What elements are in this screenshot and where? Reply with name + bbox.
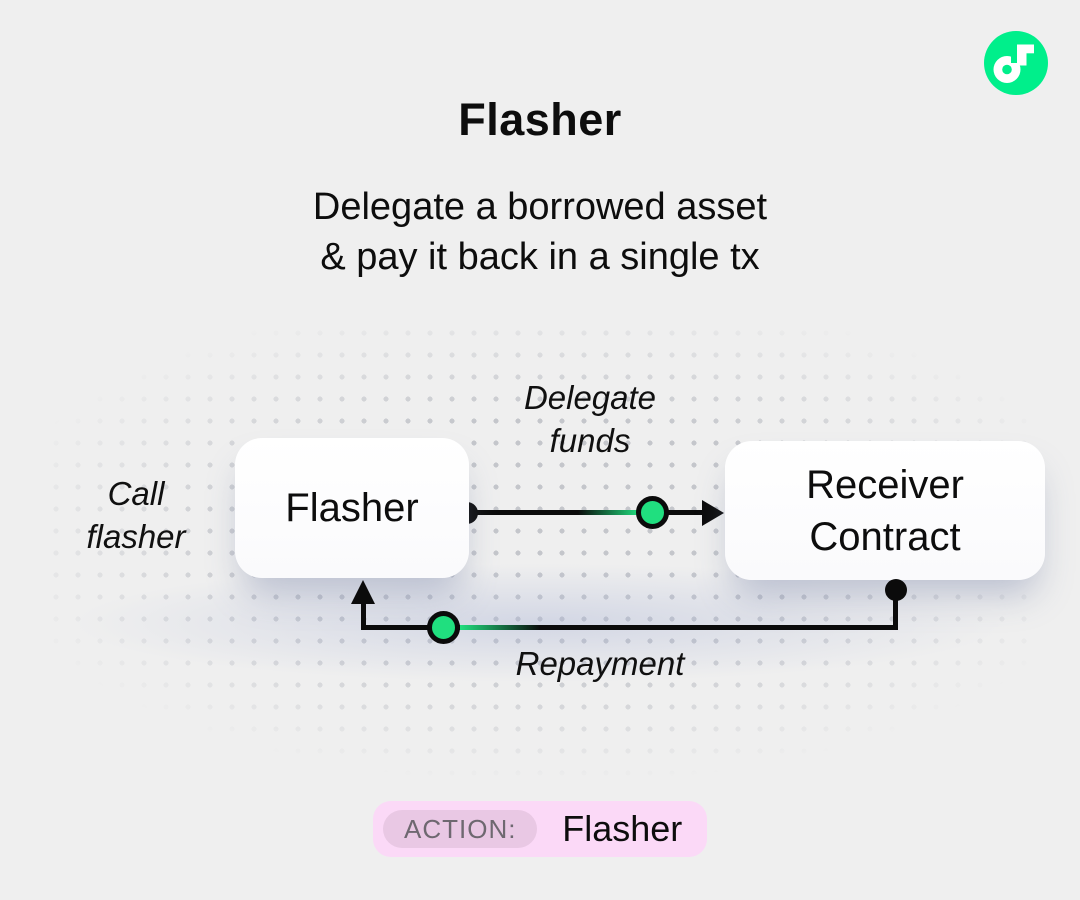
delegate-funds-line-2: funds: [549, 422, 631, 459]
call-flasher-line-2: flasher: [86, 518, 186, 555]
repayment-label: Repayment: [515, 645, 685, 682]
subtitle: Delegate a borrowed asset & pay it back …: [0, 182, 1080, 282]
repayment-down-line: [893, 590, 898, 630]
call-flasher-line-1: Call: [107, 475, 165, 512]
delegate-token-dot: [636, 496, 669, 529]
receiver-node-line-1: Receiver: [806, 462, 964, 507]
repayment-token-dot: [427, 611, 460, 644]
repayment-up-line: [361, 598, 366, 628]
action-badge: ACTION: Flasher: [373, 801, 707, 857]
receiver-contract-node: Receiver Contract: [725, 441, 1045, 580]
delegate-funds-line-1: Delegate: [523, 379, 657, 416]
flasher-node: Flasher: [235, 438, 469, 578]
flasher-node-label: Flasher: [285, 486, 419, 530]
receiver-node-line-2: Contract: [809, 514, 961, 559]
call-flasher-label: Call flasher: [36, 472, 236, 558]
repayment-arrowhead-icon: [351, 580, 375, 604]
flow-logo-icon: [984, 31, 1048, 95]
delegate-green-trail: [578, 510, 640, 515]
repayment-horizontal-line: [361, 625, 898, 630]
action-badge-value: Flasher: [562, 808, 683, 849]
action-badge-label: ACTION:: [383, 810, 538, 848]
delegate-arrowhead-icon: [702, 500, 724, 526]
delegate-funds-label: Delegate funds: [488, 376, 692, 462]
page-title: Flasher: [458, 94, 622, 146]
subtitle-line-1: Delegate a borrowed asset: [312, 186, 768, 228]
repayment-green-trail: [460, 625, 540, 630]
subtitle-line-2: & pay it back in a single tx: [320, 236, 760, 278]
